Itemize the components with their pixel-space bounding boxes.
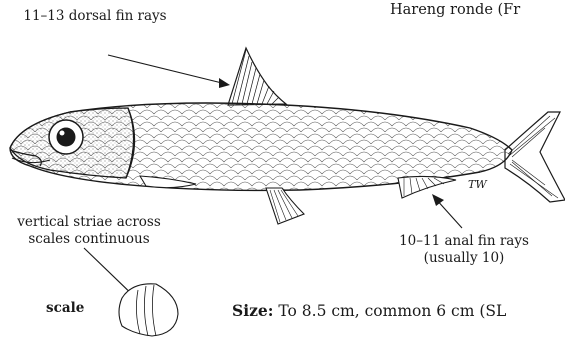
anal-fin — [398, 176, 456, 198]
scale-drawing — [119, 284, 178, 336]
pelvic-fin — [266, 188, 304, 224]
dorsal-fin — [228, 48, 286, 105]
size-text: To 8.5 cm, common 6 cm (SL — [278, 302, 506, 320]
size-label: Size: — [232, 301, 273, 320]
common-name-french: Hareng ronde (Fr — [390, 2, 520, 18]
artist-initials: TW — [468, 178, 487, 191]
striae-label: vertical striae across scales continuous — [0, 214, 178, 248]
dorsal-fin-label: 11–13 dorsal fin rays — [20, 8, 170, 25]
anal-arrow — [432, 194, 462, 228]
dorsal-arrow — [108, 55, 230, 88]
anal-fin-label: 10–11 anal fin rays (usually 10) — [378, 233, 550, 267]
caudal-fin — [505, 112, 565, 202]
fish-eye — [49, 120, 83, 154]
size-info: Size: To 8.5 cm, common 6 cm (SL — [232, 301, 506, 320]
scale-label: scale — [46, 300, 84, 316]
